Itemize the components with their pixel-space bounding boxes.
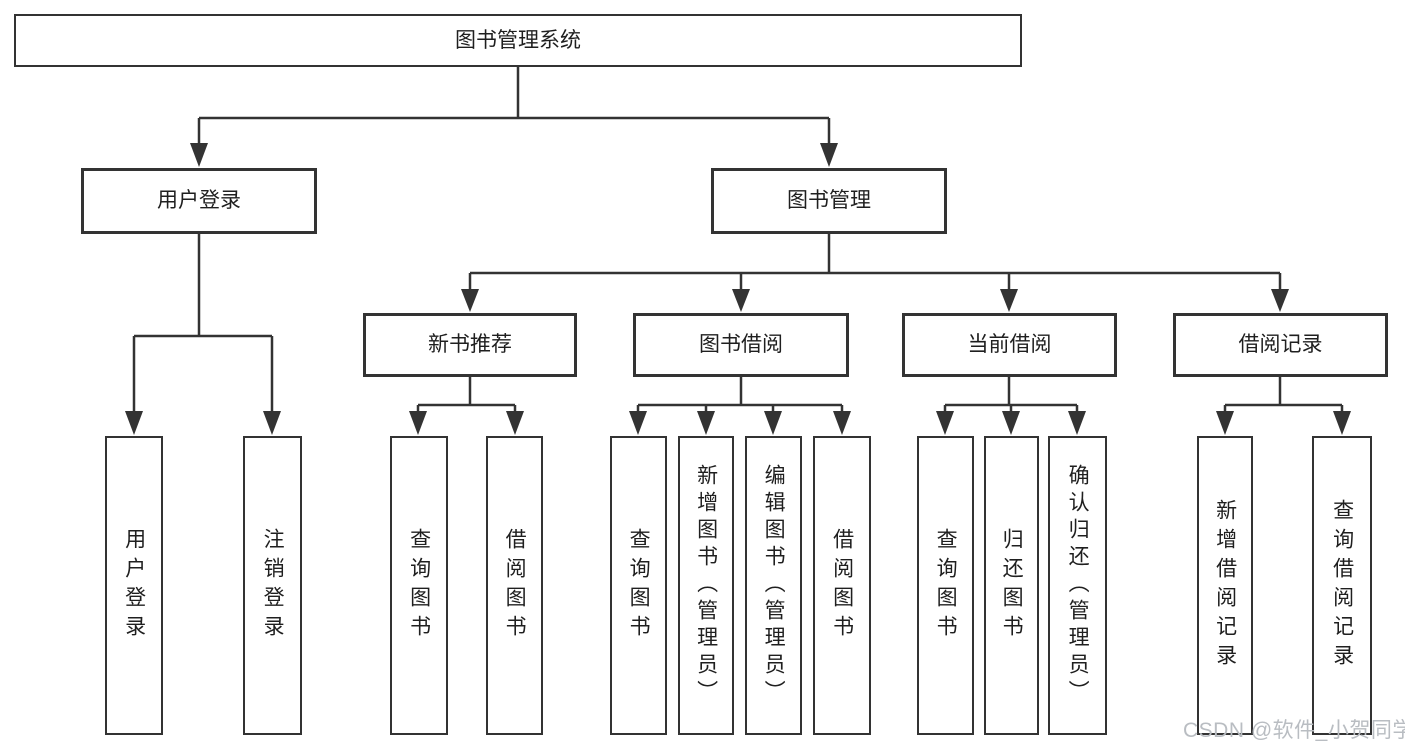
leaf-borrow-book-recommend-label: 借阅图书 xyxy=(503,527,527,644)
leaf-query-book-recommend: 查询图书 xyxy=(390,436,448,735)
leaf-query-book-borrowing-label: 查询图书 xyxy=(627,527,651,644)
node-book-management-label: 图书管理 xyxy=(787,189,871,213)
leaf-query-book-current: 查询图书 xyxy=(917,436,974,735)
leaf-borrow-book-borrowing: 借阅图书 xyxy=(813,436,871,735)
connector-root-to-level2 xyxy=(197,67,831,145)
node-current-borrowing-label: 当前借阅 xyxy=(967,333,1052,357)
connector-user-login-children xyxy=(132,234,274,413)
leaf-confirm-return-admin-label: 确认归还（管理员） xyxy=(1066,464,1090,707)
leaf-query-borrow-record: 查询借阅记录 xyxy=(1312,436,1372,735)
leaf-add-book-admin: 新增图书（管理员） xyxy=(678,436,734,735)
connector-borrowing-records-children xyxy=(1223,377,1344,413)
leaf-borrow-book-recommend: 借阅图书 xyxy=(486,436,543,735)
connector-book-management-to-level3 xyxy=(468,233,1282,291)
leaf-add-borrow-record: 新增借阅记录 xyxy=(1197,436,1253,735)
leaf-user-login-label: 用户登录 xyxy=(122,527,146,644)
csdn-watermark: CSDN @软件_小贺同学 xyxy=(1183,719,1405,742)
connector-book-borrowing-children xyxy=(636,377,844,413)
leaf-borrow-book-borrowing-label: 借阅图书 xyxy=(830,527,854,644)
leaf-user-login: 用户登录 xyxy=(105,436,163,735)
node-root: 图书管理系统 xyxy=(14,14,1022,67)
leaf-edit-book-admin-label: 编辑图书（管理员） xyxy=(762,464,786,707)
leaf-logout: 注销登录 xyxy=(243,436,302,735)
connector-new-book-children xyxy=(416,377,517,413)
node-user-login: 用户登录 xyxy=(81,168,317,234)
leaf-query-borrow-record-label: 查询借阅记录 xyxy=(1330,498,1354,673)
leaf-query-book-recommend-label: 查询图书 xyxy=(407,527,431,644)
leaf-add-borrow-record-label: 新增借阅记录 xyxy=(1213,498,1237,673)
leaf-return-book: 归还图书 xyxy=(984,436,1039,735)
node-root-label: 图书管理系统 xyxy=(455,28,581,52)
node-new-book-recommend-label: 新书推荐 xyxy=(428,333,512,357)
arrowheads-user-login-children xyxy=(125,411,281,435)
leaf-edit-book-admin: 编辑图书（管理员） xyxy=(745,436,802,735)
node-book-borrowing-label: 图书借阅 xyxy=(699,333,783,357)
node-user-login-label: 用户登录 xyxy=(157,189,241,213)
leaf-logout-label: 注销登录 xyxy=(261,527,285,644)
leaf-return-book-label: 归还图书 xyxy=(1000,527,1024,644)
connector-current-borrowing-children xyxy=(943,377,1079,413)
leaf-add-book-admin-label: 新增图书（管理员） xyxy=(694,464,718,707)
leaf-confirm-return-admin: 确认归还（管理员） xyxy=(1048,436,1107,735)
arrowheads-level2 xyxy=(190,143,838,167)
arrowheads-level4 xyxy=(409,411,1351,435)
arrowheads-level3 xyxy=(461,289,1289,312)
node-book-management: 图书管理 xyxy=(711,168,947,234)
node-borrowing-records: 借阅记录 xyxy=(1173,313,1388,377)
leaf-query-book-borrowing: 查询图书 xyxy=(610,436,667,735)
node-book-borrowing: 图书借阅 xyxy=(633,313,849,377)
node-new-book-recommend: 新书推荐 xyxy=(363,313,577,377)
node-borrowing-records-label: 借阅记录 xyxy=(1238,333,1323,357)
leaf-query-book-current-label: 查询图书 xyxy=(934,527,958,644)
node-current-borrowing: 当前借阅 xyxy=(902,313,1117,377)
